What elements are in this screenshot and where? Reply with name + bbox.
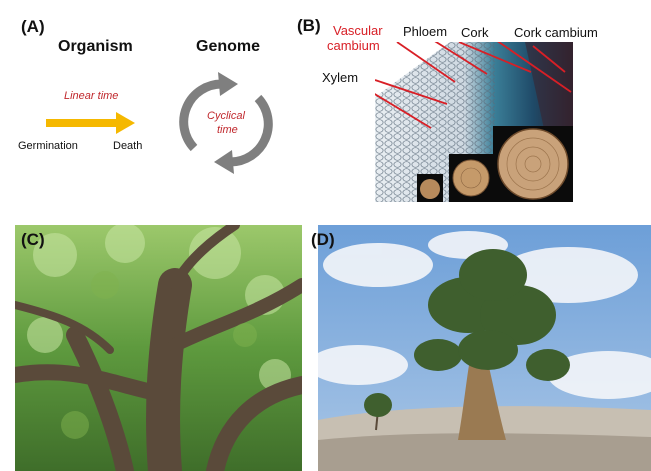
cyclical-time-cycle-icon [179, 72, 273, 174]
cyclical-time-label: time [217, 124, 238, 136]
xylem-label: Xylem [322, 70, 359, 85]
cork-label: Cork [461, 25, 489, 40]
panel-d-label: (D) [311, 230, 335, 249]
organism-heading: Organism [58, 38, 133, 55]
linear-time-label: Linear time [64, 90, 119, 102]
cork-cambium-label: Cork cambium [514, 25, 598, 40]
ancient-juniper-photo [318, 225, 651, 471]
germination-label: Germination [18, 140, 78, 152]
death-label: Death [113, 140, 143, 152]
cambium-label: cambium [327, 38, 380, 53]
stem-cross-section-micrograph [375, 42, 573, 202]
cyclical-label: Cyclical [207, 110, 245, 122]
panel-c-label: (C) [21, 230, 45, 249]
genome-heading: Genome [196, 38, 261, 55]
phloem-label: Phloem [403, 24, 448, 39]
panel-b-label: (B) [297, 16, 321, 35]
vascular-label: Vascular [333, 23, 383, 38]
linear-time-arrow [46, 112, 135, 134]
panel-a-label: (A) [21, 17, 45, 36]
tree-canopy-photo [15, 225, 302, 471]
